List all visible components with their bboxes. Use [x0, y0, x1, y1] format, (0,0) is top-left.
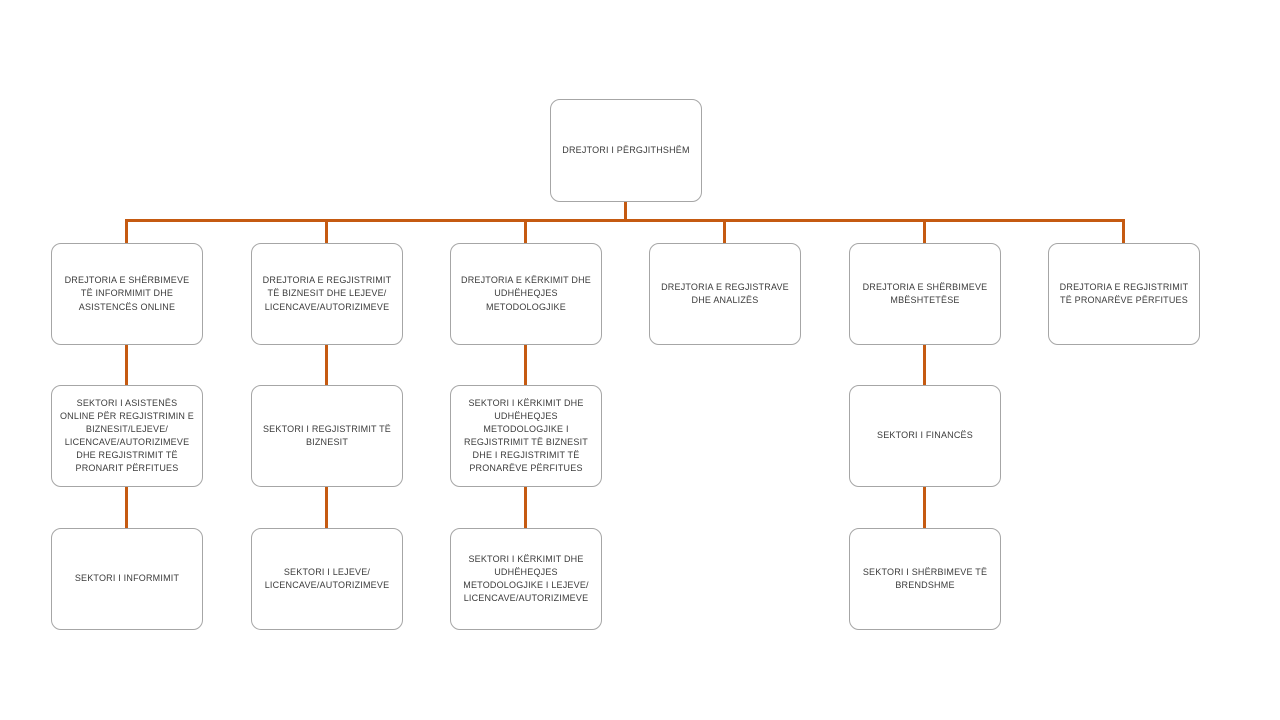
- node-drejtoria-regjistrimit-pronareve[interactable]: DREJTORIA E REGJISTRIMIT TË PRONARËVE PË…: [1048, 243, 1200, 345]
- connector-drop-col5: [923, 219, 926, 243]
- node-label: DREJTORIA E SHËRBIMEVE MBËSHTETËSE: [862, 281, 988, 305]
- connector-root-vertical: [624, 202, 627, 220]
- node-label: SEKTORI I REGJISTRIMIT TË BIZNESIT: [262, 423, 392, 447]
- node-drejtoria-sherbimeve-informimit[interactable]: DREJTORIA E SHËRBIMEVE TË INFORMIMIT DHE…: [51, 243, 203, 345]
- connector-mid-col3: [524, 345, 527, 385]
- node-sektori-kerkimit-regjistrimit[interactable]: SEKTORI I KËRKIMIT DHE UDHËHEQJES METODO…: [450, 385, 602, 487]
- node-sektori-finances[interactable]: SEKTORI I FINANCËS: [849, 385, 1001, 487]
- node-sektori-asistenes-online[interactable]: SEKTORI I ASISTENËS ONLINE PËR REGJISTRI…: [51, 385, 203, 487]
- node-label: SEKTORI I ASISTENËS ONLINE PËR REGJISTRI…: [59, 397, 195, 474]
- node-sektori-informimit[interactable]: SEKTORI I INFORMIMIT: [51, 528, 203, 630]
- node-drejtoria-regjistrave-analizes[interactable]: DREJTORIA E REGJISTRAVE DHE ANALIZËS: [649, 243, 801, 345]
- node-label: SEKTORI I INFORMIMIT: [74, 573, 180, 584]
- node-drejtoria-sherbimeve-mbeshtetese[interactable]: DREJTORIA E SHËRBIMEVE MBËSHTETËSE: [849, 243, 1001, 345]
- connector-low-col2: [325, 487, 328, 528]
- connector-low-col1: [125, 487, 128, 528]
- connector-drop-col4: [723, 219, 726, 243]
- node-label: DREJTORIA E KËRKIMIT DHE UDHËHEQJES METO…: [461, 275, 591, 312]
- node-sektori-kerkimit-lejeve[interactable]: SEKTORI I KËRKIMIT DHE UDHËHEQJES METODO…: [450, 528, 602, 630]
- connector-mid-col5: [923, 345, 926, 385]
- node-label: SEKTORI I KËRKIMIT DHE UDHËHEQJES METODO…: [464, 397, 588, 474]
- connector-mid-col1: [125, 345, 128, 385]
- node-label: DREJTORI I PËRGJITHSHËM: [562, 144, 690, 155]
- node-drejtoria-regjistrimit-biznesit[interactable]: DREJTORIA E REGJISTRIMIT TË BIZNESIT DHE…: [251, 243, 403, 345]
- connector-low-col5: [923, 487, 926, 528]
- node-drejtoria-kerkimit-udheheqjes[interactable]: DREJTORIA E KËRKIMIT DHE UDHËHEQJES METO…: [450, 243, 602, 345]
- node-sektori-sherbimeve-brendshme[interactable]: SEKTORI I SHËRBIMEVE TË BRENDSHME: [849, 528, 1001, 630]
- connector-low-col3: [524, 487, 527, 528]
- node-label: SEKTORI I LEJEVE/​LICENCAVE/​AUTORIZIMEV…: [264, 566, 390, 590]
- node-label: SEKTORI I SHËRBIMEVE TË BRENDSHME: [862, 566, 988, 590]
- connector-trunk-horizontal: [125, 219, 1125, 222]
- connector-mid-col2: [325, 345, 328, 385]
- node-label: DREJTORIA E REGJISTRIMIT TË PRONARËVE PË…: [1059, 281, 1189, 305]
- node-sektori-regjistrimit-biznesit[interactable]: SEKTORI I REGJISTRIMIT TË BIZNESIT: [251, 385, 403, 487]
- connector-drop-col6: [1122, 219, 1125, 243]
- node-drejtori-i-pergjithshem[interactable]: DREJTORI I PËRGJITHSHËM: [550, 99, 702, 202]
- connector-drop-col1: [125, 219, 128, 243]
- node-sektori-lejeve-licencave[interactable]: SEKTORI I LEJEVE/​LICENCAVE/​AUTORIZIMEV…: [251, 528, 403, 630]
- node-label: DREJTORIA E REGJISTRIMIT TË BIZNESIT DHE…: [262, 275, 392, 312]
- node-label: SEKTORI I FINANCËS: [877, 430, 973, 441]
- connector-drop-col2: [325, 219, 328, 243]
- node-label: DREJTORIA E SHËRBIMEVE TË INFORMIMIT DHE…: [64, 275, 190, 312]
- node-label: SEKTORI I KËRKIMIT DHE UDHËHEQJES METODO…: [463, 553, 589, 604]
- connector-drop-col3: [524, 219, 527, 243]
- node-label: DREJTORIA E REGJISTRAVE DHE ANALIZËS: [661, 281, 789, 305]
